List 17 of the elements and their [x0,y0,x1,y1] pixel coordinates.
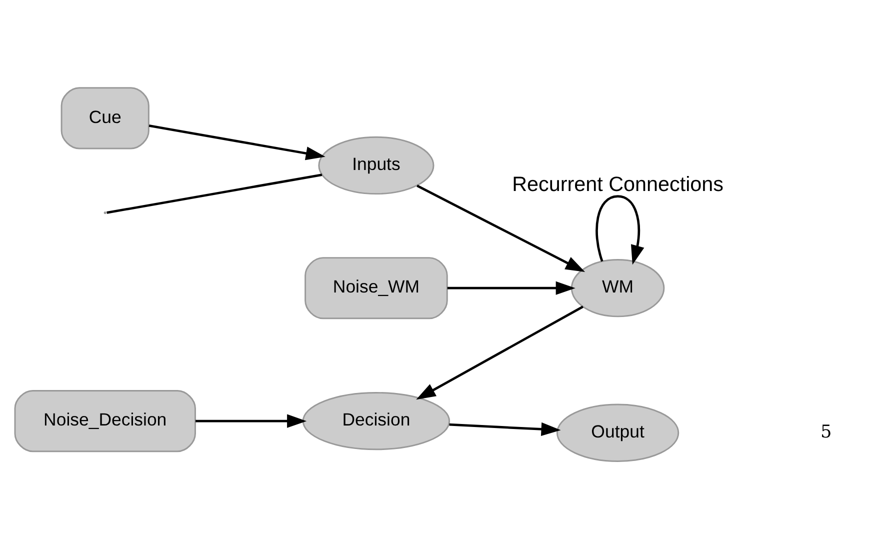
node-box: Noise_Decision [14,390,196,452]
node-ellipse: Decision [302,392,450,450]
node-ellipse: WM [570,258,665,317]
node-box: Noise_WM [304,256,448,319]
arrow [148,124,326,160]
arrow [196,414,307,428]
arrow [416,184,586,272]
label: 5 [820,422,832,442]
node-ellipse: Inputs [318,136,434,194]
connector [106,173,322,214]
node-box: Cue [60,86,150,149]
edge-label: Recurrent Connections [512,172,724,196]
arrow [447,280,576,294]
arrow [449,422,561,436]
node-ellipse: Output [556,403,680,462]
arrow [596,194,644,264]
arrow [416,305,584,400]
